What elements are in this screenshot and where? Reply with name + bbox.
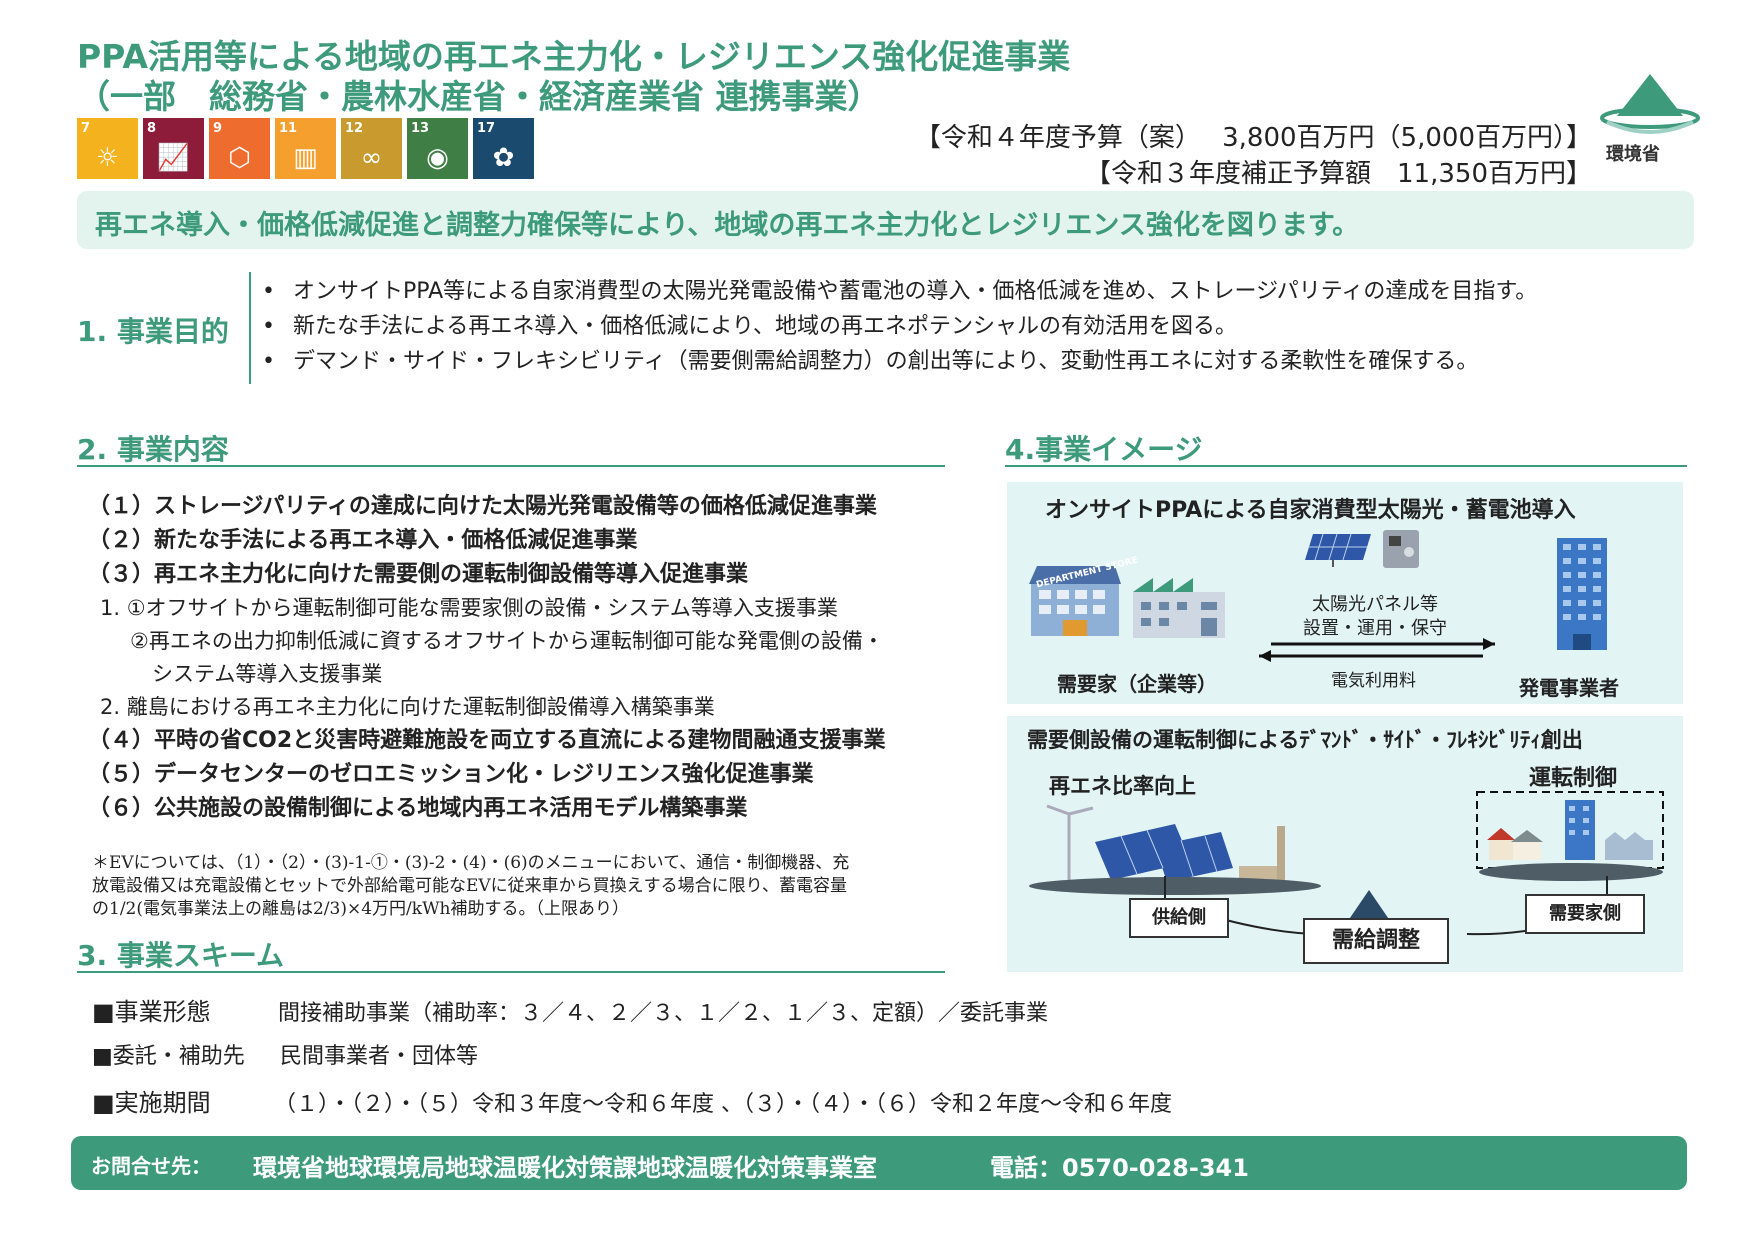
content-list: （１）ストレージパリティの達成に向けた太陽光発電設備等の価格低減促進事業 （２）…: [88, 490, 968, 826]
ev-note-line: の1/2(電気事業法上の離島は2/3)×4万円/kWh補助する。（上限あり）: [92, 899, 629, 919]
scheme-key: ■委託・補助先: [92, 1044, 245, 1069]
sdg-goal-9: 9⬡: [209, 118, 270, 179]
solar-panel-icon: [1305, 533, 1371, 567]
sdg-goal-7: 7☼: [77, 118, 138, 179]
double-arrow-icon: [1259, 638, 1495, 662]
budget-current: 【令和４年度予算（案） 3,800百万円（5,000百万円）】: [914, 123, 1592, 153]
content-subitem: 1. ①オフサイトから運転制御可能な需要家側の設備・システム等導入支援事業: [100, 596, 838, 620]
purpose-item: デマンド・サイド・フレキシビリティ（需要側需給調整力）の創出等により、変動性再エ…: [262, 344, 1537, 379]
section3-heading: 3. 事業スキーム: [77, 939, 285, 972]
ppa-service-line1: 太陽光パネル等: [1312, 594, 1438, 615]
summary-text: 再エネ導入・価格低減促進と調整力確保等により、地域の再エネ主力化とレジリエンス強…: [95, 210, 1360, 241]
content-item: （３）再エネ主力化に向けた需要側の運転制御設備等導入促進事業: [88, 562, 749, 587]
content-subitem: ②再エネの出力抑制低減に資するオフサイトから運転制御可能な発電側の設備・: [130, 629, 884, 653]
infinity-icon: ∞: [360, 143, 383, 173]
city-icon: ▥: [293, 143, 318, 173]
scheme-key: ■事業形態: [92, 998, 211, 1026]
sdg-goal-17: 17 ✿: [473, 118, 534, 179]
sdg-goal-number: 9: [213, 121, 223, 136]
contact-bar: お問合せ先： 環境省地球環境局地球温暖化対策課地球温暖化対策事業室 電話：057…: [71, 1136, 1687, 1190]
scheme-value: （１）・（２）・（５）令和３年度～令和６年度 、（３）・（４）・（６）令和２年度…: [274, 1092, 1172, 1117]
sdg-goal-number: 17: [477, 121, 496, 136]
sdg-goal-number: 7: [81, 121, 91, 136]
sdg-goal-12: 12 ∞: [341, 118, 402, 179]
contact-label: お問合せ先：: [91, 1154, 211, 1178]
sdg-goal-number: 8: [147, 121, 157, 136]
scheme-row-period: ■実施期間 （１）・（２）・（５）令和３年度～令和６年度 、（３）・（４）・（６）…: [92, 1083, 1172, 1118]
purpose-list: オンサイトPPA等による自家消費型の太陽光発電設備や蓄電池の導入・価格低減を進め…: [262, 274, 1537, 379]
budget-supplementary: 【令和３年度補正予算額 11,350百万円】: [1085, 159, 1592, 189]
scheme-row-type: ■事業形態 間接補助事業（補助率：３／４、２／３、１／２、１／３、定額）／委託事業: [92, 992, 1048, 1027]
page-subtitle: （一部 総務省・農林水産省・経済産業省 連携事業）: [77, 77, 881, 116]
supply-side-box: 供給側: [1129, 898, 1229, 938]
content-subitem: 2. 離島における再エネ主力化に向けた運転制御設備導入構築事業: [100, 695, 715, 719]
scheme-value: 間接補助事業（補助率：３／４、２／３、１／２、１／３、定額）／委託事業: [278, 1001, 1049, 1026]
sdg-goal-8: 8📈: [143, 118, 204, 179]
supply-island-icon: [1029, 804, 1321, 895]
battery-icon: [1383, 530, 1419, 568]
purpose-item: 新たな手法による再エネ導入・価格低減により、地域の再エネポテンシャルの有効活用を…: [262, 309, 1537, 344]
contact-office: 環境省地球環境局地球温暖化対策課地球温暖化対策事業室: [253, 1154, 877, 1182]
dsf-panel-title: 需要側設備の運転制御によるﾃﾞﾏﾝﾄﾞ・ｻｲﾄﾞ・ﾌﾚｷｼﾋﾞﾘﾃｨ創出: [1027, 728, 1583, 752]
sdg-goal-number: 11: [279, 121, 298, 136]
dsf-panel: 需要側設備の運転制御によるﾃﾞﾏﾝﾄﾞ・ｻｲﾄﾞ・ﾌﾚｷｼﾋﾞﾘﾃｨ創出 再エネ…: [1007, 716, 1683, 972]
purpose-item: オンサイトPPA等による自家消費型の太陽光発電設備や蓄電池の導入・価格低減を進め…: [262, 274, 1537, 309]
cubes-icon: ⬡: [228, 143, 251, 173]
office-tower-icon: [1557, 538, 1607, 650]
summary-banner: 再エネ導入・価格低減促進と調整力確保等により、地域の再エネ主力化とレジリエンス強…: [77, 191, 1694, 249]
page-title: PPA活用等による地域の再エネ主力化・レジリエンス強化促進事業: [77, 37, 1071, 76]
ppa-panel-title: オンサイトPPAによる自家消費型太陽光・蓄電池導入: [1045, 498, 1576, 523]
ministry-logo-icon: [1600, 74, 1700, 134]
sun-icon: ☼: [95, 143, 120, 173]
sdg-goal-11: 11 ▥: [275, 118, 336, 179]
content-item: （２）新たな手法による再エネ導入・価格低減促進事業: [88, 528, 638, 553]
ppa-panel: オンサイトPPAによる自家消費型太陽光・蓄電池導入 DEPARTMENT STO…: [1007, 482, 1683, 704]
section4-rule: [1005, 465, 1687, 467]
content-item: （１）ストレージパリティの達成に向けた太陽光発電設備等の価格低減促進事業: [88, 494, 877, 519]
section4-heading: 4.事業イメージ: [1005, 433, 1203, 466]
scheme-key: ■実施期間: [92, 1089, 211, 1117]
demand-island-icon: [1476, 791, 1664, 881]
flower-icon: ✿: [492, 143, 515, 173]
demand-side-box: 需要家側: [1525, 894, 1645, 934]
eye-globe-icon: ◉: [426, 143, 449, 173]
section1-heading: 1. 事業目的: [77, 315, 229, 348]
content-item: （５）データセンターのゼロエミッション化・レジリエンス強化促進事業: [88, 762, 814, 787]
ministry-name: 環境省: [1606, 144, 1660, 165]
factory-icon: [1133, 578, 1225, 638]
scheme-row-recipient: ■委託・補助先 民間事業者・団体等: [92, 1038, 478, 1070]
ev-note-line: ＊EVについては、（1）・（2）・(3)-1-①・(3)-2・(4)・(6)のメ…: [92, 853, 850, 873]
operation-control-label: 運転制御: [1529, 766, 1618, 791]
scheme-value: 民間事業者・団体等: [280, 1044, 479, 1069]
contact-phone: 電話：0570-028-341: [990, 1154, 1249, 1182]
sdg-goal-number: 12: [345, 121, 364, 136]
ev-note: ＊EVについては、（1）・（2）・(3)-1-①・(3)-2・(4)・(6)のメ…: [92, 852, 972, 921]
content-item: （４）平時の省CO2と災害時避難施設を両立する直流による建物間融通支援事業: [88, 728, 886, 753]
section3-rule: [77, 971, 945, 973]
ev-note-line: 放電設備又は充電設備とセットで外部給電可能なEVに従来車から買換えする場合に限り…: [92, 876, 848, 896]
electricity-fee-label: 電気利用料: [1331, 671, 1416, 691]
section2-rule: [77, 465, 945, 467]
sdg-goal-13: 13 ◉: [407, 118, 468, 179]
section2-heading: 2. 事業内容: [77, 433, 229, 466]
growth-chart-icon: 📈: [157, 143, 190, 173]
sdg-goal-number: 13: [411, 121, 430, 136]
supply-demand-balance-box: 需給調整: [1303, 918, 1449, 964]
content-item: （６）公共施設の設備制御による地域内再エネ活用モデル構築事業: [88, 796, 748, 821]
ppa-service-line2: 設置・運用・保守: [1303, 618, 1447, 639]
section1-divider: [249, 272, 251, 384]
generator-label: 発電事業者: [1519, 676, 1619, 700]
department-store-icon: [1029, 566, 1121, 636]
content-subitem: システム等導入支援事業: [152, 662, 383, 686]
consumer-label: 需要家（企業等）: [1057, 672, 1217, 696]
renewable-ratio-label: 再エネ比率向上: [1049, 774, 1196, 798]
